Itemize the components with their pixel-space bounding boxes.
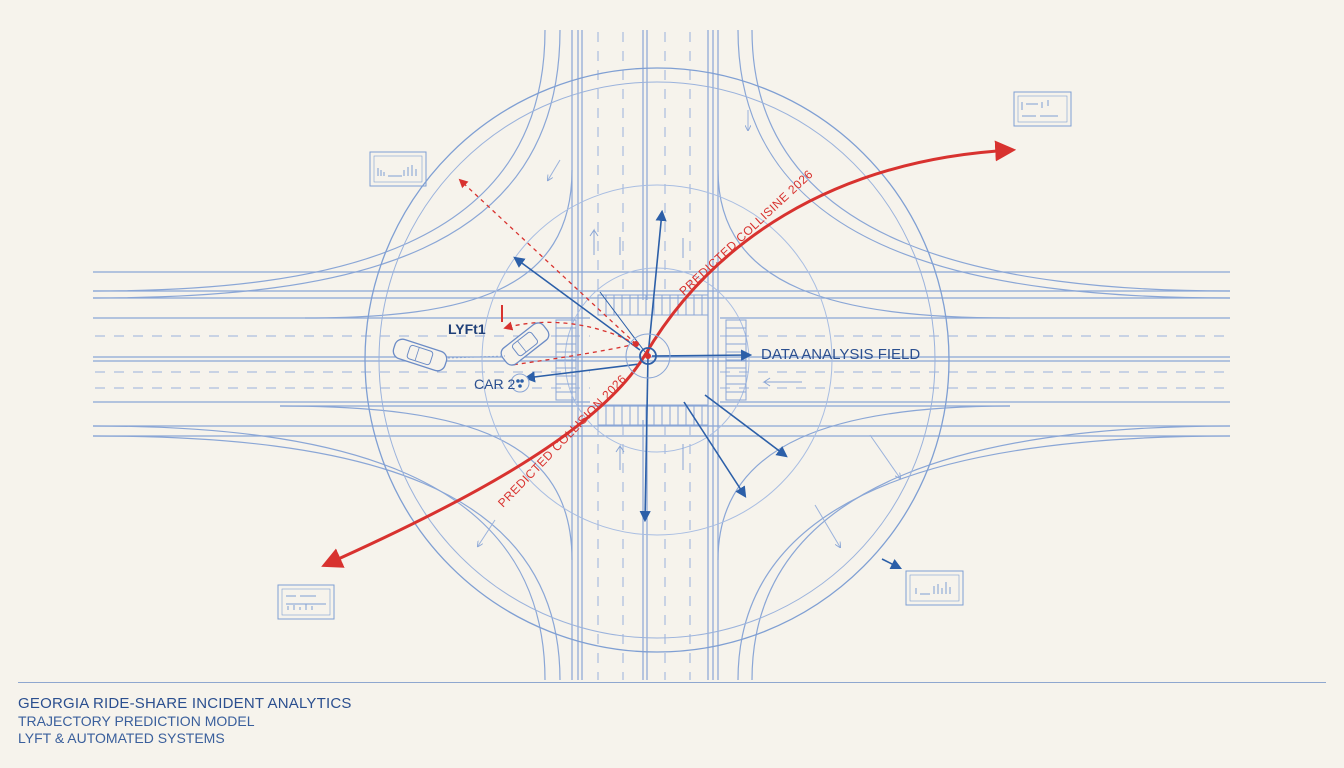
footer-systems: LYFT & AUTOMATED SYSTEMS: [18, 730, 225, 746]
footer-divider: [18, 682, 1326, 683]
mini-chart-callout-top-left: [369, 151, 427, 187]
footer: GEORGIA RIDE-SHARE INCIDENT ANALYTICS TR…: [18, 694, 352, 747]
collision-point-icon: [625, 333, 671, 379]
data-analysis-field-label: DATA ANALYSIS FIELD: [761, 346, 920, 363]
predicted-collision-path: [321, 140, 1017, 568]
predicted-collision-label-lower: PREDICTED COLLISION 2026: [495, 372, 629, 510]
vehicle-1-label: LYFt1: [448, 321, 486, 337]
car-lyft1-icon: [500, 322, 550, 366]
horizontal-lane-dashes: [95, 335, 1230, 389]
footer-title: GEORGIA RIDE-SHARE INCIDENT ANALYTICS: [18, 695, 352, 712]
car-2-marker-icon: [510, 373, 530, 393]
mini-chart-callout-bottom-left: [277, 584, 335, 620]
mini-chart-callout-top-right: [1013, 91, 1072, 127]
footer-subtitle: TRAJECTORY PREDICTION MODEL: [18, 713, 255, 729]
vehicle-2-label: CAR 2: [474, 376, 515, 392]
mini-chart-callout-bottom-right: [905, 570, 964, 606]
predicted-collision-label-upper: PREDICTED COLLISINE 2026: [676, 167, 815, 298]
car-2-icon: [392, 338, 448, 372]
corner-ramps: [92, 29, 1231, 681]
car-2-trail: [447, 355, 506, 359]
